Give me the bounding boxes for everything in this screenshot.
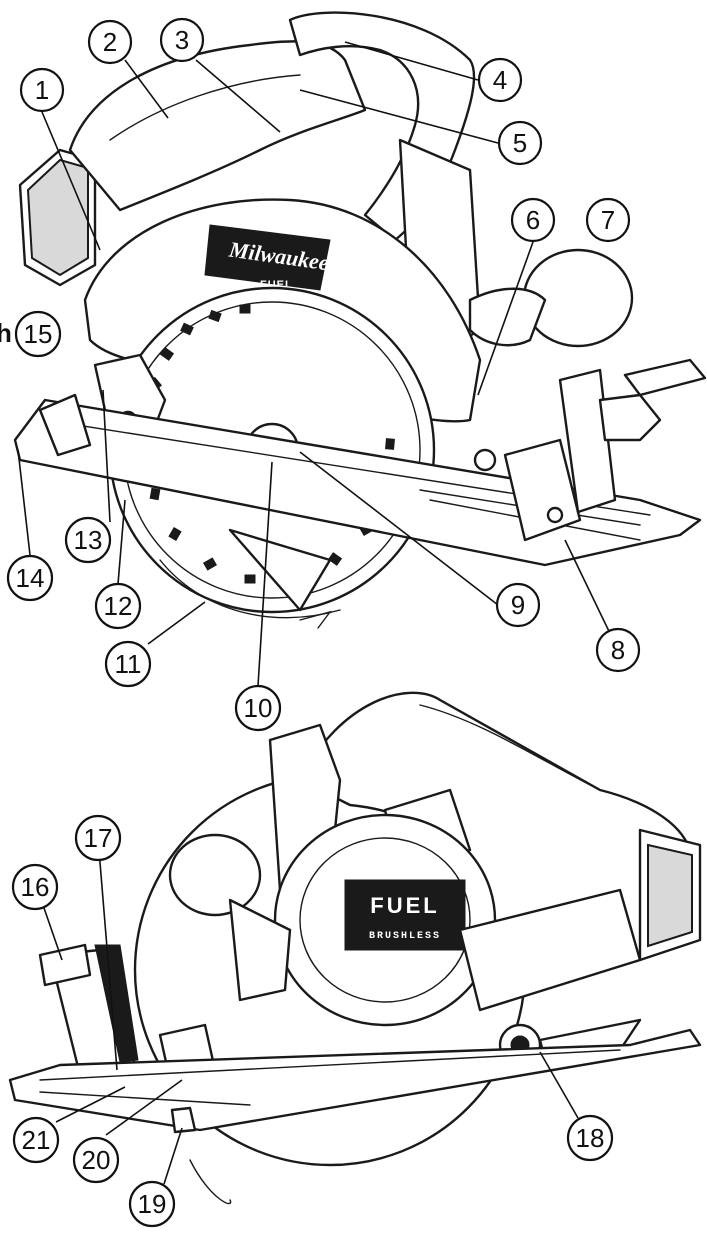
- svg-text:15: 15: [24, 319, 53, 349]
- callout-2: 2: [87, 19, 133, 65]
- svg-text:3: 3: [175, 25, 189, 55]
- callout-7: 7: [585, 197, 631, 243]
- svg-text:17: 17: [84, 823, 113, 853]
- callout-6: 6: [510, 197, 556, 243]
- svg-text:5: 5: [513, 128, 527, 158]
- svg-text:8: 8: [611, 635, 625, 665]
- svg-text:19: 19: [138, 1189, 167, 1219]
- callout-14: 14: [6, 554, 54, 602]
- callout-19: 19: [128, 1180, 176, 1228]
- callout-20: 20: [72, 1136, 120, 1184]
- svg-text:18: 18: [576, 1123, 605, 1153]
- svg-text:21: 21: [22, 1125, 51, 1155]
- svg-text:1: 1: [35, 75, 49, 105]
- motor-brushless-badge: BRUSHLESS: [369, 931, 441, 942]
- stray-label-letter: h: [0, 318, 12, 348]
- callout-16: 16: [11, 863, 59, 911]
- svg-text:11: 11: [115, 649, 142, 679]
- callout-4: 4: [477, 57, 523, 103]
- callout-17: 17: [74, 814, 122, 862]
- saw-top-view: Milwaukee FUEL: [13, 11, 707, 629]
- svg-text:2: 2: [103, 27, 117, 57]
- callout-9: 9: [495, 582, 541, 628]
- callout-11: 11: [104, 640, 152, 688]
- callout-21: 21: [12, 1116, 60, 1164]
- svg-text:9: 9: [511, 590, 525, 620]
- saw-bottom-view: FUEL BRUSHLESS: [8, 691, 702, 1205]
- motor-fuel-badge: FUEL: [370, 893, 439, 918]
- callout-5: 5: [497, 120, 543, 166]
- callout-15: 15: [14, 310, 62, 358]
- callout-18: 18: [566, 1114, 614, 1162]
- svg-text:13: 13: [74, 525, 103, 555]
- svg-text:6: 6: [526, 205, 540, 235]
- callout-12: 12: [94, 582, 142, 630]
- callout-3: 3: [159, 17, 205, 63]
- svg-text:12: 12: [104, 591, 133, 621]
- svg-text:14: 14: [16, 563, 45, 593]
- leader-lines: [17, 41, 619, 1185]
- callout-1: 1: [19, 67, 65, 113]
- svg-text:7: 7: [601, 205, 615, 235]
- callout-13: 13: [64, 516, 112, 564]
- svg-text:16: 16: [21, 872, 50, 902]
- callout-8: 8: [595, 627, 641, 673]
- svg-text:4: 4: [493, 65, 507, 95]
- svg-text:20: 20: [82, 1145, 111, 1175]
- svg-text:10: 10: [244, 693, 273, 723]
- callout-10: 10: [234, 684, 282, 732]
